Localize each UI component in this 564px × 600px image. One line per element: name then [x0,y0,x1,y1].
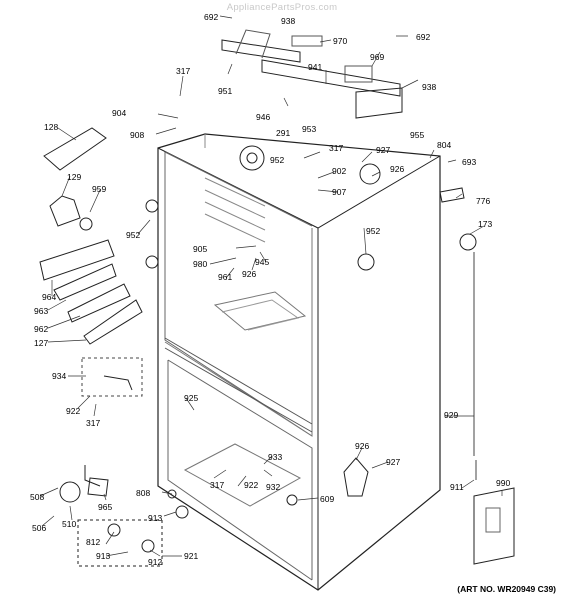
callout-label: 963 [34,306,49,316]
callout-label: 291 [276,128,291,138]
callout-label: 938 [422,82,437,92]
callout-label: 932 [266,482,281,492]
callout-label: 965 [98,502,113,512]
callout-label: 926 [355,441,370,451]
callout-label: 912 [148,557,163,567]
callout-label: 508 [30,492,45,502]
callout-label: 808 [136,488,151,498]
callout-label: 911 [450,482,464,492]
leader-lines [39,15,503,557]
right-parts [286,187,515,565]
callout-label: 961 [218,272,233,282]
callout-label: 905 [193,244,208,254]
callout-label: 692 [416,32,431,42]
callout-label: 317 [210,480,225,490]
callout-label: 926 [390,164,405,174]
callout-label: 926 [242,269,257,279]
art-number: (ART NO. WR20949 C39) [457,584,556,594]
callout-label: 945 [255,257,270,267]
callout-label: 173 [478,219,493,229]
callout-label: 908 [130,130,145,140]
callout-label: 921 [184,551,199,561]
callout-label: 317 [86,418,101,428]
callout-label: 970 [333,36,348,46]
callout-label: 962 [34,324,49,334]
callout-label: 913 [96,551,111,561]
callout-label: 955 [410,130,425,140]
callout-label: 953 [302,124,317,134]
callout-label: 946 [256,112,271,122]
callout-label: 913 [148,513,163,523]
callout-label: 941 [308,62,323,72]
callout-label: 980 [193,259,208,269]
callout-label: 609 [320,494,335,504]
callout-label: 922 [66,406,81,416]
left-parts [39,127,189,567]
callout-label: 693 [462,157,477,167]
callout-label: 317 [329,143,344,153]
callout-label: 990 [496,478,511,488]
callout-label: 129 [67,172,82,182]
callout-label: 692 [204,12,219,22]
callout-label: 510 [62,519,77,529]
callout-label: 506 [32,523,47,533]
callout-label: 933 [268,452,283,462]
callout-label: 927 [376,145,391,155]
callout-label: 907 [332,187,347,197]
callout-label: 925 [184,393,199,403]
callout-label: 776 [476,196,491,206]
callout-label: 952 [366,226,381,236]
watermark: AppliancePartsPros.com [226,2,338,13]
callout-label: 927 [386,457,401,467]
callout-label: 951 [218,86,233,96]
callout-label: 938 [281,16,296,26]
callout-label: 922 [244,480,259,490]
callout-label: 934 [52,371,67,381]
callout-label: 317 [176,66,191,76]
cabinet-body [157,133,441,591]
callout-label: 952 [126,230,141,240]
callout-label: 929 [444,410,459,420]
callout-label: 959 [92,184,107,194]
callout-label: 127 [34,338,49,348]
callout-label: 902 [332,166,347,176]
top-cover-assembly [221,29,403,185]
callout-label: 952 [270,155,285,165]
callout-label: 904 [112,108,127,118]
callout-label: 964 [42,292,57,302]
callout-label: 128 [44,122,59,132]
callout-label: 812 [86,537,101,547]
callout-label: 804 [437,140,452,150]
callout-label: 969 [370,52,385,62]
